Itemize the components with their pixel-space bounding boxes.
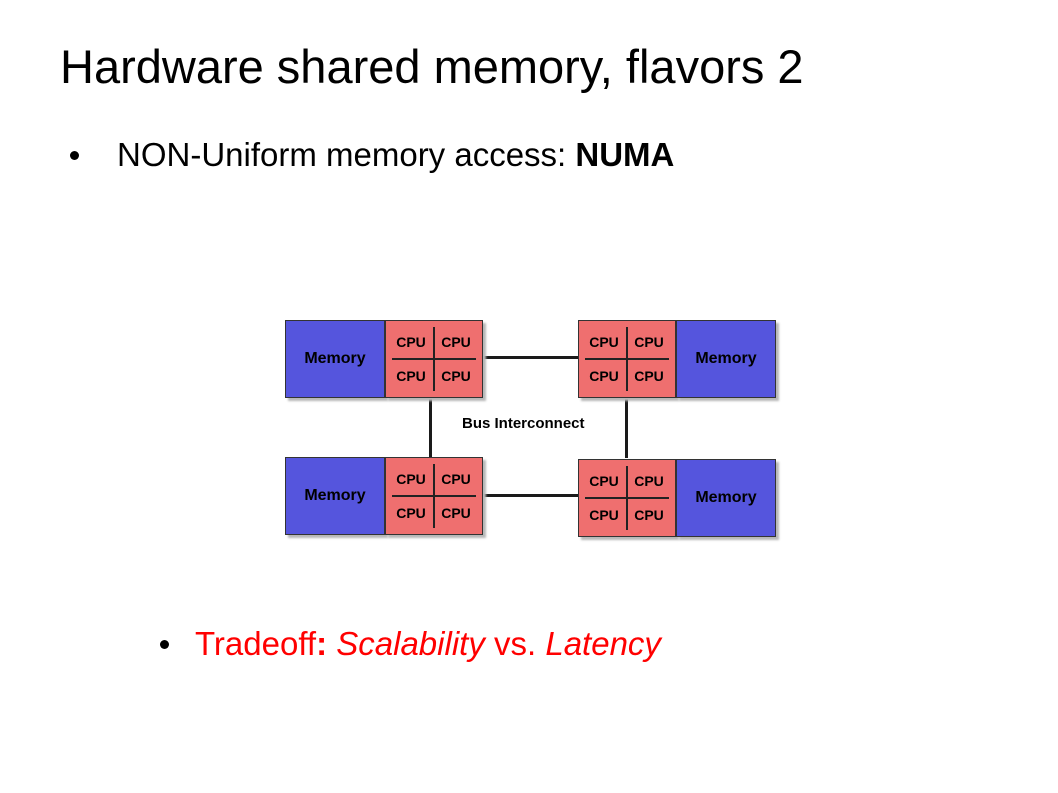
cpu-label: CPU (634, 368, 664, 384)
cpu-group: CPU CPU CPU CPU (385, 457, 483, 535)
cpu-label: CPU (589, 507, 619, 523)
numa-node-top-left: Memory CPU CPU CPU CPU (285, 320, 483, 398)
cpu-divider-horizontal (585, 358, 669, 360)
tradeoff-word: Tradeoff (195, 625, 317, 662)
bullet-numa-text: NON-Uniform memory access: NUMA (117, 132, 674, 178)
bus-line-right (625, 394, 628, 458)
bus-interconnect-label: Bus Interconnect (462, 415, 585, 432)
slide-title: Hardware shared memory, flavors 2 (60, 40, 804, 93)
cpu-label: CPU (396, 368, 426, 384)
cpu-divider-horizontal (392, 495, 476, 497)
cpu-label: CPU (589, 368, 619, 384)
bullet-numa-emphasis: NUMA (575, 136, 675, 173)
cpu-label: CPU (396, 471, 426, 487)
numa-node-bottom-right: CPU CPU CPU CPU Memory (578, 459, 776, 537)
cpu-group: CPU CPU CPU CPU (578, 459, 676, 537)
bus-line-top (482, 356, 578, 359)
numa-diagram: Bus Interconnect Memory CPU CPU CPU CPU … (282, 316, 782, 548)
cpu-label: CPU (589, 473, 619, 489)
cpu-divider-horizontal (585, 497, 669, 499)
bullet-numa-prefix: NON-Uniform memory access: (117, 136, 576, 173)
cpu-label: CPU (634, 473, 664, 489)
cpu-label: CPU (634, 507, 664, 523)
numa-node-bottom-left: Memory CPU CPU CPU CPU (285, 457, 483, 535)
cpu-group: CPU CPU CPU CPU (385, 320, 483, 398)
memory-block: Memory (676, 459, 776, 537)
cpu-group: CPU CPU CPU CPU (578, 320, 676, 398)
cpu-label: CPU (634, 334, 664, 350)
bullet-dot-icon (70, 151, 79, 160)
memory-block: Memory (285, 457, 385, 535)
numa-node-top-right: CPU CPU CPU CPU Memory (578, 320, 776, 398)
tradeoff-term-latency: Latency (545, 625, 661, 662)
cpu-label: CPU (441, 368, 471, 384)
bullet-dot-icon (160, 640, 169, 649)
tradeoff-colon: : (316, 625, 328, 662)
bus-line-left (429, 394, 432, 458)
cpu-label: CPU (589, 334, 619, 350)
cpu-label: CPU (441, 505, 471, 521)
bus-line-bottom (482, 494, 578, 497)
bullet-tradeoff-text: Tradeoff: Scalability vs. Latency (195, 621, 661, 667)
cpu-label: CPU (441, 334, 471, 350)
tradeoff-term-scalability: Scalability (336, 625, 485, 662)
cpu-label: CPU (396, 334, 426, 350)
cpu-divider-horizontal (392, 358, 476, 360)
tradeoff-vs: vs. (484, 625, 546, 662)
cpu-label: CPU (396, 505, 426, 521)
cpu-label: CPU (441, 471, 471, 487)
memory-block: Memory (285, 320, 385, 398)
memory-block: Memory (676, 320, 776, 398)
